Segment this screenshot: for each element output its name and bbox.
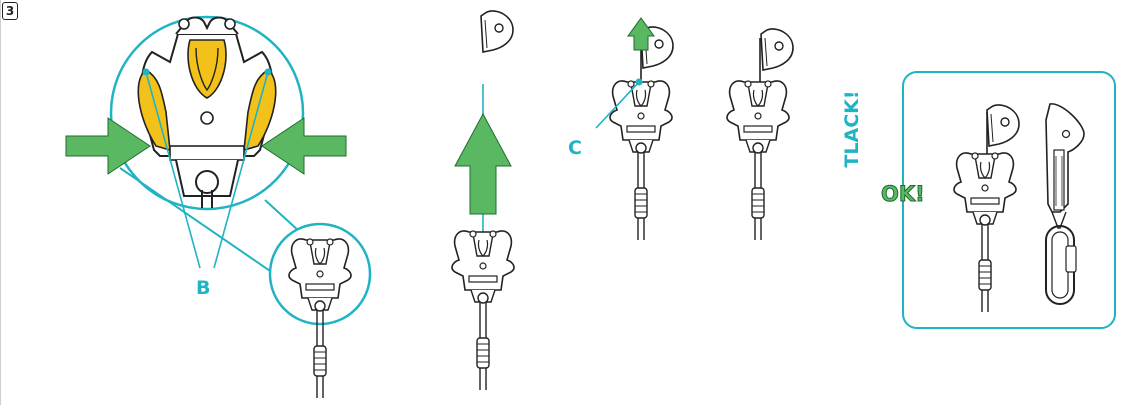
zoom-connector-line <box>119 167 293 287</box>
label-b: B <box>196 277 211 299</box>
label-c: C <box>568 137 582 159</box>
small-zoom-source <box>268 222 372 399</box>
insert-step <box>595 17 674 241</box>
small-up-arrow-icon <box>627 17 655 51</box>
zoomed-device <box>137 16 277 208</box>
zoom-detail-group <box>65 15 347 287</box>
squeeze-arrow-right-icon <box>65 117 151 175</box>
ok-box-illustration <box>902 71 1116 329</box>
page-left-rule <box>0 0 1 405</box>
pull-up-arrow-icon <box>454 112 512 215</box>
label-ok: OK! <box>881 182 926 207</box>
b-pointer-line <box>213 71 269 269</box>
zoom-connector-line <box>264 199 301 233</box>
pull-up-step <box>451 10 515 391</box>
squeeze-arrow-left-icon <box>261 117 347 175</box>
step-number-badge: 3 <box>2 2 18 20</box>
b-pointer-line <box>145 71 201 269</box>
latched-step <box>726 28 794 241</box>
side-view-device <box>1045 103 1085 305</box>
label-tlack: TLACK! <box>841 90 863 168</box>
c-pointer-line <box>595 81 640 129</box>
